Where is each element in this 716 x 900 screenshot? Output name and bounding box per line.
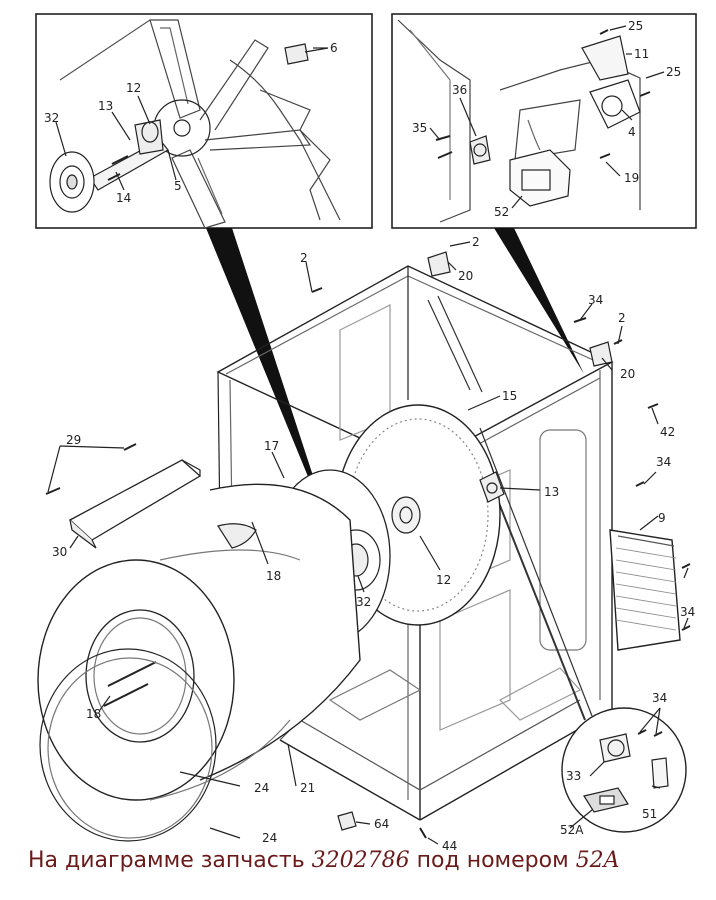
caption-callout-number: 52A (575, 848, 620, 873)
callout-12-main: 12 (436, 573, 451, 587)
callout-25-right: 25 (666, 65, 681, 79)
callout-42: 42 (660, 425, 675, 439)
callout-20-right: 20 (620, 367, 635, 381)
caption-part-number: 3202786 (311, 848, 410, 873)
callout-64: 64 (374, 817, 389, 831)
callout-9: 9 (658, 511, 666, 525)
callout-24-mid: 24 (254, 781, 269, 795)
callout-51: 51 (642, 807, 657, 821)
callout-20-top: 20 (458, 269, 473, 283)
callout-34-heater: 34 (680, 605, 695, 619)
callout-2-top: 2 (472, 235, 480, 249)
callout-52a: 52A (560, 823, 584, 837)
callout-34-mid: 34 (656, 455, 671, 469)
callout-33: 33 (566, 769, 581, 783)
heater-element (609, 529, 681, 651)
callout-12: 12 (126, 81, 141, 95)
callout-34-inset: 34 (652, 691, 667, 705)
callout-2-right: 2 (618, 311, 626, 325)
callout-29: 29 (66, 433, 81, 447)
caption-prefix: На диаграмме запчасть (28, 848, 305, 873)
callout-13: 13 (98, 99, 113, 113)
callout-52: 52 (494, 205, 509, 219)
callout-21: 21 (300, 781, 315, 795)
callout-labels: 6 12 13 32 14 5 25 11 25 36 35 4 19 52 2… (44, 19, 695, 853)
callout-32-main: 32 (356, 595, 371, 609)
caption: На диаграмме запчасть 3202786 под номеро… (28, 848, 620, 873)
callout-4: 4 (628, 125, 636, 139)
callout-24-bottom: 24 (262, 831, 277, 845)
callout-13-main: 13 (544, 485, 559, 499)
callout-35: 35 (412, 121, 427, 135)
drum (37, 483, 361, 801)
caption-middle: под номером (416, 848, 569, 873)
callout-15: 15 (502, 389, 517, 403)
left-inset (35, 13, 373, 229)
callout-14: 14 (116, 191, 131, 205)
callout-11: 11 (634, 47, 649, 61)
right-inset (391, 13, 697, 229)
callout-18-front: 18 (86, 707, 101, 721)
callout-30: 30 (52, 545, 67, 559)
callout-17: 17 (264, 439, 279, 453)
callout-19: 19 (624, 171, 639, 185)
callout-18-drum: 18 (266, 569, 281, 583)
callout-6: 6 (330, 41, 338, 55)
callout-36: 36 (452, 83, 467, 97)
callout-44: 44 (442, 839, 457, 853)
callout-2-left: 2 (300, 251, 308, 265)
callout-34-top: 34 (588, 293, 603, 307)
lint-baffle (68, 459, 202, 549)
thermostat-inset (561, 707, 687, 833)
callout-25-top: 25 (628, 19, 643, 33)
callout-32: 32 (44, 111, 59, 125)
callout-5: 5 (174, 179, 182, 193)
